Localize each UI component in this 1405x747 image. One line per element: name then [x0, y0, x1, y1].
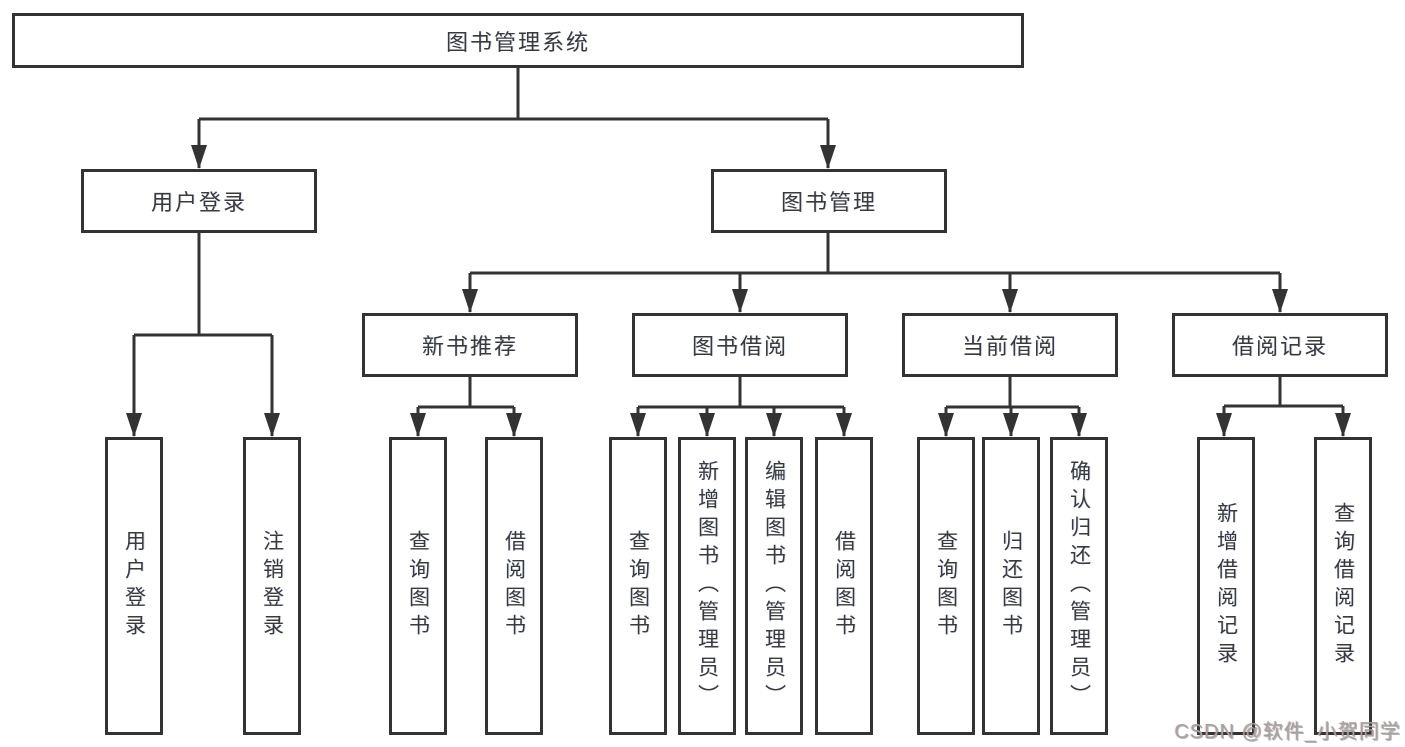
leaf-label: 查询图书: [626, 530, 650, 642]
leaf-label: 借阅图书: [832, 530, 856, 642]
leaf-logout: 注销登录: [243, 437, 301, 735]
connector-borrowing-records-to-leaves: [1216, 377, 1351, 437]
leaf-query-books-3: 查询图书: [917, 437, 975, 735]
leaf-label: 确认归还（管理员）: [1067, 460, 1091, 712]
leaf-confirm-return-admin: 确认归还（管理员）: [1050, 437, 1108, 735]
connector-new-book-to-leaves: [410, 377, 522, 437]
leaf-add-books-admin: 新增图书（管理员）: [678, 437, 736, 735]
leaf-label: 新增借阅记录: [1214, 502, 1238, 670]
leaf-label: 新增图书（管理员）: [695, 460, 719, 712]
leaf-label: 借阅图书: [502, 530, 526, 642]
arrow-down-icon: [820, 145, 836, 169]
leaf-user-login: 用户登录: [105, 437, 163, 735]
leaf-label: 查询图书: [934, 530, 958, 642]
leaf-label: 归还图书: [999, 530, 1023, 642]
leaf-label: 注销登录: [260, 530, 284, 642]
arrow-down-icon: [836, 413, 852, 437]
leaf-return-books: 归还图书: [982, 437, 1040, 735]
arrow-down-icon: [1272, 289, 1288, 313]
arrow-down-icon: [732, 289, 748, 313]
leaf-label: 查询图书: [406, 530, 430, 642]
leaf-borrow-books-1: 借阅图书: [485, 437, 543, 735]
node-book-management: 图书管理: [711, 169, 947, 233]
arrow-down-icon: [264, 413, 280, 437]
arrow-down-icon: [1335, 413, 1351, 437]
arrow-down-icon: [126, 413, 142, 437]
leaf-label: 查询借阅记录: [1331, 502, 1355, 670]
arrow-down-icon: [462, 289, 478, 313]
leaf-query-books-2: 查询图书: [609, 437, 667, 735]
arrow-down-icon: [766, 413, 782, 437]
connector-root-to-level1: [191, 68, 836, 169]
arrow-down-icon: [1216, 413, 1232, 437]
arrow-down-icon: [1003, 413, 1019, 437]
node-current-borrowing: 当前借阅: [902, 313, 1118, 377]
leaf-edit-books-admin: 编辑图书（管理员）: [745, 437, 803, 735]
node-book-borrowing: 图书借阅: [632, 313, 848, 377]
arrow-down-icon: [938, 413, 954, 437]
connector-book-management-to-level2: [462, 233, 1288, 313]
leaf-borrow-books-2: 借阅图书: [815, 437, 873, 735]
connector-book-borrowing-to-leaves: [630, 377, 852, 437]
arrow-down-icon: [630, 413, 646, 437]
arrow-down-icon: [1071, 413, 1087, 437]
node-user-login: 用户登录: [81, 169, 317, 233]
node-new-book-recommend: 新书推荐: [362, 313, 578, 377]
leaf-label: 用户登录: [122, 530, 146, 642]
arrow-down-icon: [699, 413, 715, 437]
arrow-down-icon: [410, 413, 426, 437]
connector-current-borrowing-to-leaves: [938, 377, 1087, 437]
leaf-label: 编辑图书（管理员）: [762, 460, 786, 712]
arrow-down-icon: [1002, 289, 1018, 313]
connector-user-login-to-leaves: [126, 233, 280, 437]
node-root-system: 图书管理系统: [12, 13, 1024, 68]
csdn-watermark: CSDN @软件_小贺同学: [1174, 721, 1401, 743]
leaf-query-borrow-record: 查询借阅记录: [1314, 437, 1372, 735]
arrow-down-icon: [506, 413, 522, 437]
node-borrowing-records: 借阅记录: [1172, 313, 1388, 377]
arrow-down-icon: [191, 145, 207, 169]
leaf-query-books-1: 查询图书: [389, 437, 447, 735]
leaf-add-borrow-record: 新增借阅记录: [1197, 437, 1255, 735]
